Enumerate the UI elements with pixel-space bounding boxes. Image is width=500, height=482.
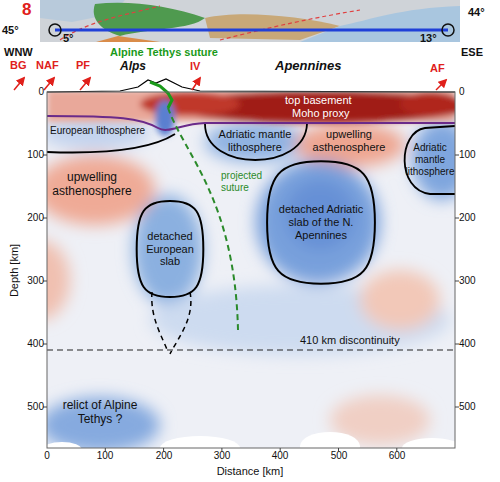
fault-label: BG — [10, 59, 27, 72]
fault-label: IV — [190, 60, 200, 73]
layer-label: Moho proxy — [292, 107, 349, 120]
tick-label: 500 — [20, 401, 44, 413]
location-map — [40, 0, 460, 42]
tick-label: 200 — [459, 212, 476, 224]
tick-label: 400 — [268, 450, 292, 462]
region-label: European lithosphere — [50, 125, 145, 137]
interpretation-lines — [14, 78, 459, 451]
fault-label: AF — [430, 62, 445, 75]
region-label: upwelling asthenosphere — [50, 170, 134, 198]
region-label: upwelling asthenosphere — [308, 128, 390, 154]
tick-label: 400 — [459, 338, 476, 350]
fault-label: PF — [76, 59, 90, 72]
tick-label: 400 — [20, 338, 44, 350]
slab-label: detached European slab — [143, 230, 197, 269]
tick-label: 100 — [20, 149, 44, 161]
suture-label: projected suture — [221, 170, 263, 194]
longitude-label: 5° — [63, 32, 74, 45]
tick-label: 300 — [210, 450, 234, 462]
suture-label: Alpine Tethys suture — [110, 46, 218, 59]
slab-region: detached European slab — [136, 200, 204, 298]
slab-region: detached Adriatic slab of the N. Apennin… — [266, 160, 376, 285]
tick-label: 0 — [35, 450, 59, 462]
tick-label: 200 — [152, 450, 176, 462]
tick-label: 300 — [20, 275, 44, 287]
tick-label: 500 — [459, 401, 476, 413]
region-label: Apennines — [275, 58, 341, 73]
tick-label: 200 — [20, 212, 44, 224]
region-label: Adriatic mantle lithosphere — [405, 142, 455, 178]
latitude-label: 45° — [2, 24, 19, 37]
tick-label: 300 — [459, 275, 476, 287]
direction-label: ESE — [461, 46, 483, 59]
tick-label: 100 — [459, 149, 476, 161]
discontinuity-label: 410 km discontinuity — [300, 334, 400, 347]
direction-label: WNW — [4, 46, 33, 59]
layer-label: top basement — [285, 94, 352, 107]
region-label: Alps — [120, 59, 146, 73]
tick-label: 600 — [385, 450, 409, 462]
longitude-label: 13° — [420, 32, 437, 45]
axis-title: Depth [km] — [8, 238, 21, 302]
slab-label: detached Adriatic slab of the N. Apennin… — [273, 203, 369, 242]
region-label: relict of Alpine Tethys ? — [50, 398, 150, 426]
tick-label: 500 — [327, 450, 351, 462]
region-label: Adriatic mantle lithosphere — [215, 128, 295, 154]
profile-number: 8 — [22, 0, 31, 20]
axis-title: Distance [km] — [200, 465, 300, 478]
tick-label: 0 — [459, 86, 465, 98]
tick-label: 100 — [93, 450, 117, 462]
velocity-field — [47, 92, 455, 448]
latitude-label: 44° — [468, 6, 485, 19]
tick-label: 0 — [20, 86, 44, 98]
fault-label: NAF — [36, 59, 59, 72]
